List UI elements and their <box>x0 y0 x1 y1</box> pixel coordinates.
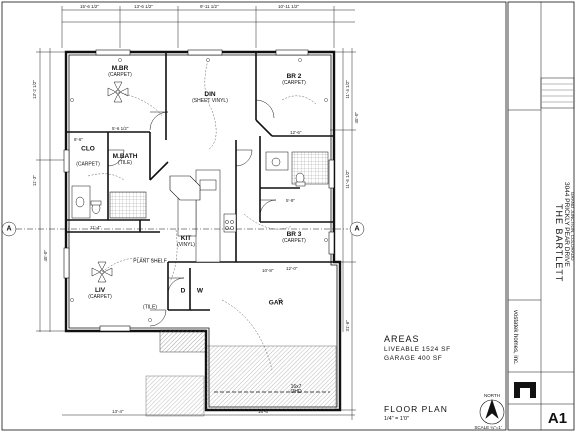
company-name: vostatek homes, inc. <box>512 310 518 365</box>
kitchen-counters <box>177 169 237 263</box>
room-label-bedroom-2: BR 2(CARPET) <box>282 72 306 86</box>
grid-marker-right: A <box>354 225 360 233</box>
plan-title-block: FLOOR PLAN 1/4" = 1'0" <box>384 404 504 422</box>
dim-top-3: 9'-11 1/2" <box>200 4 219 9</box>
windows <box>63 49 335 332</box>
grid-marker-left: A <box>6 225 12 233</box>
dim-interior-4: 12'-6" <box>290 130 302 135</box>
room-label-garage: GAR <box>268 299 284 307</box>
north-label: NORTH <box>484 393 500 398</box>
dim-top-1: 15'-6 1/2" <box>80 4 99 9</box>
project-address: 3044 PRICKLY PEAR DRIVE <box>563 182 570 267</box>
room-label-washer: W <box>196 287 204 295</box>
plan-title: FLOOR PLAN <box>384 404 448 414</box>
north-arrow <box>479 399 505 425</box>
room-label-closet-carpet: (CARPET) <box>76 161 100 168</box>
dim-top-2: 13'-6 1/2" <box>134 4 153 9</box>
dim-left-1: 13'-2 1/2" <box>32 80 37 99</box>
dim-right-3: 45'-0" <box>354 112 359 124</box>
areas-block: AREAS LIVEABLE 1524 SF GARAGE 400 SF <box>384 334 514 362</box>
dim-bottom-1: 13'-4" <box>112 409 124 414</box>
bath-2-fixtures <box>265 151 329 187</box>
areas-liveable: LIVEABLE 1524 SF <box>384 346 451 353</box>
room-label-kitchen: KIT(VINYL) <box>177 234 195 248</box>
dim-bottom-2: 16'-6" <box>258 409 270 414</box>
doors <box>107 99 277 327</box>
revision-table <box>542 83 573 103</box>
room-label-dining: DIN(SHEET VINYL) <box>192 90 228 104</box>
front-porch-hatch <box>159 329 207 353</box>
grid-line-a <box>1 221 365 237</box>
dim-interior-1: 8'-6" <box>74 137 83 142</box>
dim-left-3: 45'-0" <box>43 250 48 262</box>
master-bath-fixtures <box>71 185 147 219</box>
room-label-master-bedroom: M.BR(CARPET) <box>108 64 132 78</box>
fireplace <box>169 175 201 201</box>
plan-scale: 1/4" = 1'0" <box>384 416 409 422</box>
dim-interior-7: 5'-9" <box>286 198 295 203</box>
company-logo <box>514 382 536 398</box>
room-label-living: LIV(CARPET) <box>88 286 112 300</box>
dim-interior-6: 10'-8" <box>262 268 274 273</box>
room-label-bedroom-3: BR 3(CARPET) <box>282 230 306 244</box>
dim-right-1: 11'-4 1/2" <box>345 80 350 99</box>
room-label-plant-shelf: PLANT SHELF <box>133 258 167 265</box>
room-label-entry-tile: (TILE) <box>143 304 157 311</box>
dim-right-4: 31'-6" <box>345 320 350 332</box>
dim-interior-3: 11'-4" <box>90 225 102 230</box>
dimension-lines <box>36 6 356 420</box>
dim-top-4: 10'-11 1/2" <box>278 4 300 9</box>
title-block-frame <box>507 1 575 431</box>
areas-title: AREAS <box>384 334 420 344</box>
driveway-hatch <box>205 345 337 411</box>
dim-right-2: 11'-6 1/2" <box>345 170 350 189</box>
room-label-master-bath: M.BATH(TILE) <box>112 152 138 166</box>
ceiling-fans <box>91 81 129 283</box>
scale-label: SCALE ¼"=1' <box>474 425 502 430</box>
electrical-outlets <box>70 58 328 322</box>
dim-left-2: 11'-3" <box>32 175 37 187</box>
room-label-dryer: D <box>180 287 186 295</box>
project-city: GRAND JUNCTION, COLORADO <box>570 192 575 261</box>
project-name: THE BARTLETT <box>554 204 564 283</box>
room-label-closet: CLO <box>81 145 95 153</box>
dim-interior-2: 5'-6 1/2" <box>112 126 129 131</box>
dim-interior-5: 12'-0" <box>286 266 298 271</box>
sheet-number: A1 <box>547 410 568 427</box>
areas-garage: GARAGE 400 SF <box>384 355 443 362</box>
walkway-hatch <box>145 375 205 417</box>
